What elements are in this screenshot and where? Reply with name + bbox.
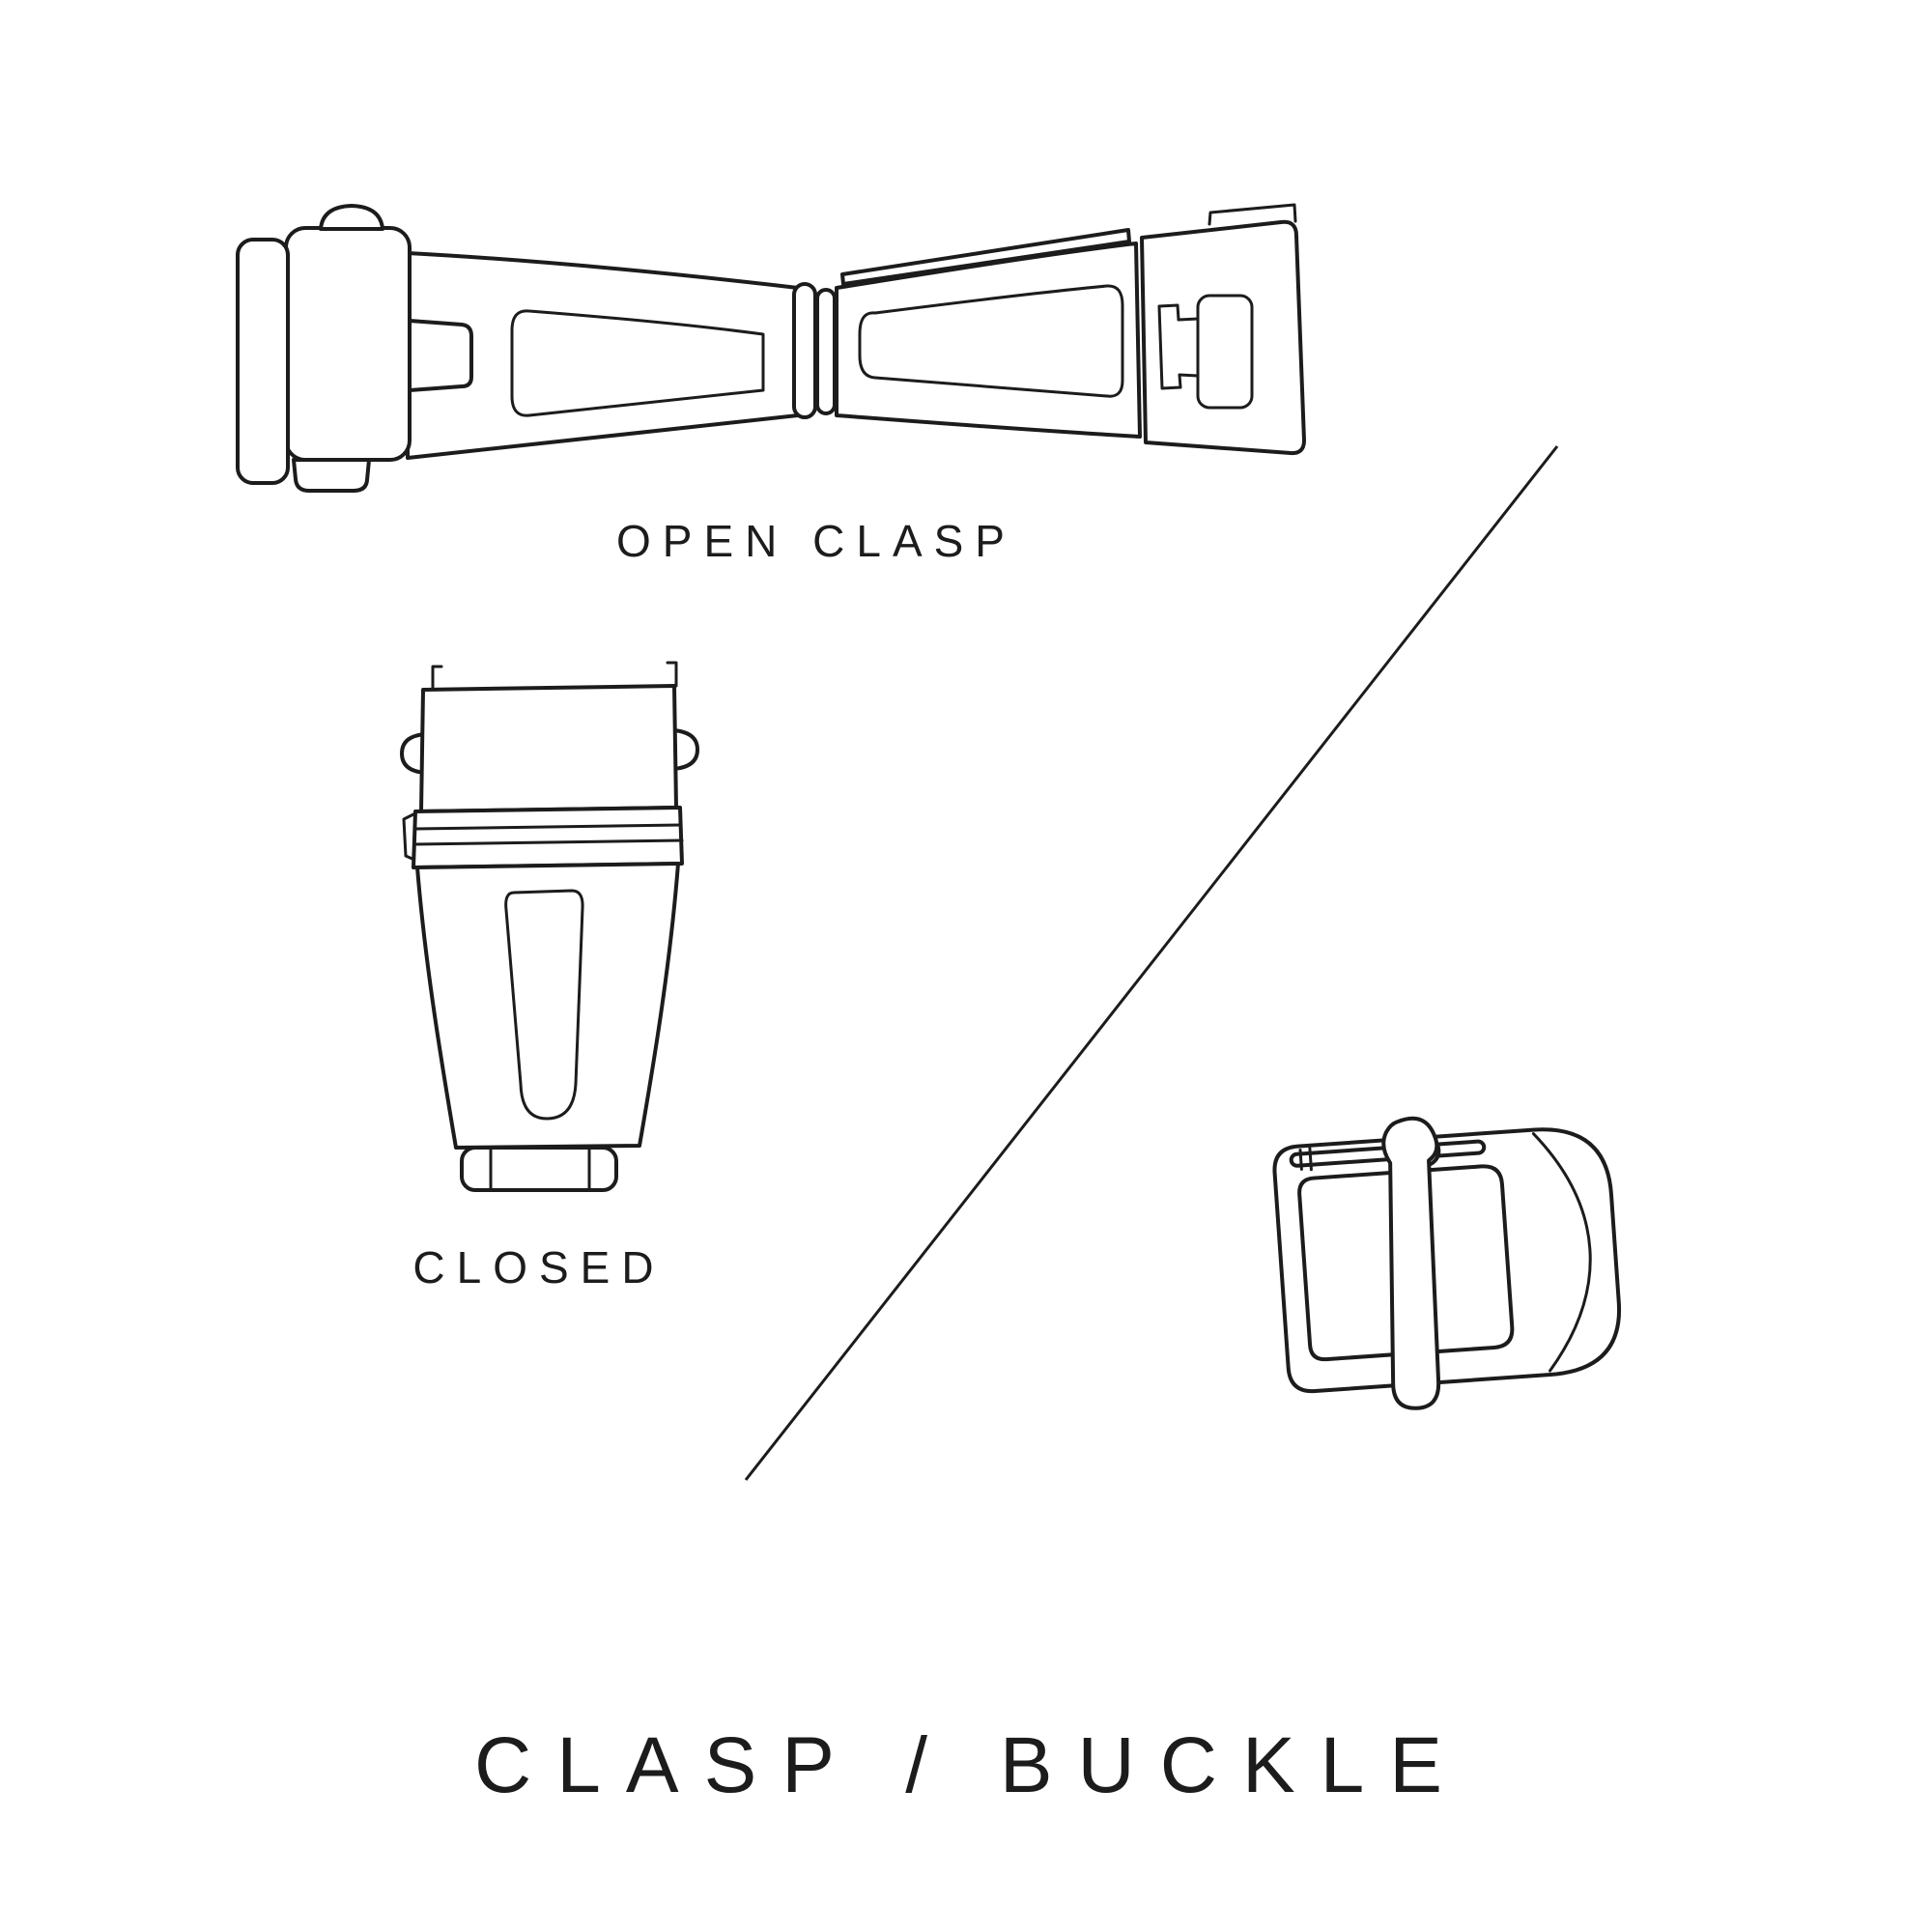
closed-clasp-illustration xyxy=(400,661,699,1192)
closed-clasp-label: CLOSED xyxy=(412,1242,666,1293)
buckle-illustration xyxy=(1272,1116,1622,1410)
page-title: CLASP / BUCKLE xyxy=(474,1721,1467,1809)
divider-line xyxy=(744,445,1559,1481)
open-clasp-label: OPEN CLASP xyxy=(616,516,1016,566)
open-clasp-illustration xyxy=(236,203,1306,493)
